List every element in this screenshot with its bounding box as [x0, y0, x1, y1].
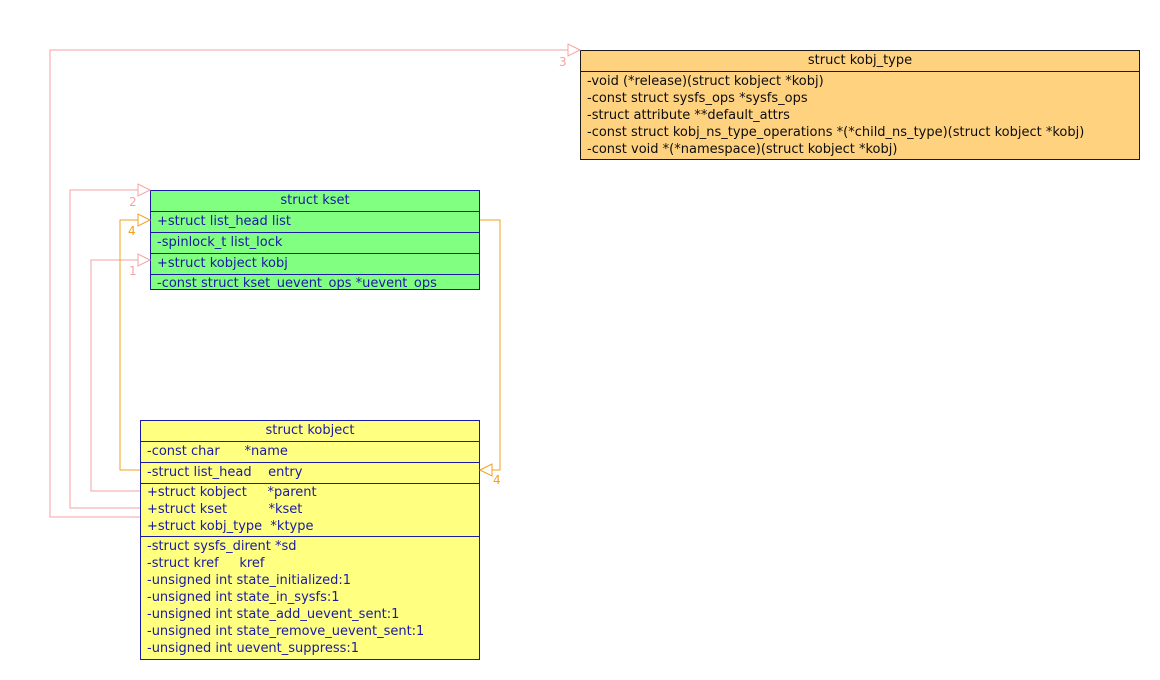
connector-label-1: 1 — [129, 264, 137, 278]
kset-title: struct kset — [151, 191, 479, 212]
kobj-type-field-child-ns-type: -const struct kobj_ns_type_operations *(… — [587, 125, 1085, 140]
kobj-type-field-default-attrs: -struct attribute **default_attrs — [587, 108, 790, 123]
connector-label-3: 3 — [559, 55, 567, 69]
connector-label-4a: 4 — [128, 224, 136, 238]
kobject-field-state-in-sysfs: -unsigned int state_in_sysfs:1 — [147, 590, 340, 605]
arrowhead-ktype — [567, 43, 582, 57]
kobject-field-kset: +struct kset *kset — [147, 502, 303, 517]
arrowhead-list-to-entry — [478, 463, 493, 477]
kobj-type-class-box[interactable]: struct kobj_type -void (*release)(struct… — [580, 50, 1140, 160]
connector-kset[interactable] — [69, 189, 140, 509]
arrowhead-entry-to-list — [137, 213, 152, 227]
kobj-type-field-namespace: -const void *(*namespace)(struct kobject… — [587, 142, 898, 157]
kobject-field-state-remove-uevent-sent: -unsigned int state_remove_uevent_sent:1 — [147, 624, 425, 639]
kobject-field-kref: -struct kref kref — [147, 556, 265, 571]
kset-class-box[interactable]: struct kset +struct list_head list -spin… — [150, 190, 480, 291]
arrowhead-kset — [137, 183, 152, 197]
kobject-field-state-add-uevent-sent: -unsigned int state_add_uevent_sent:1 — [147, 607, 400, 622]
connector-label-4b: 4 — [493, 473, 501, 487]
kobject-field-name: -const char *name — [141, 442, 479, 463]
kobj-type-field-release: -void (*release)(struct kobject *kobj) — [587, 74, 824, 89]
kset-field-kobj: +struct kobject kobj — [151, 254, 479, 275]
kobject-class-box[interactable]: struct kobject -const char *name -struct… — [140, 420, 480, 660]
connector-parent[interactable] — [90, 259, 140, 492]
kset-field-list: +struct list_head list — [151, 212, 479, 233]
kobject-field-uevent-suppress: -unsigned int uevent_suppress:1 — [147, 641, 360, 656]
kobject-field-parent: +struct kobject *parent — [147, 485, 317, 500]
kobj-type-field-sysfs-ops: -const struct sysfs_ops *sysfs_ops — [587, 91, 808, 106]
kobject-title: struct kobject — [141, 421, 479, 442]
connector-entry-to-list[interactable] — [119, 219, 140, 471]
kobject-field-state-initialized: -unsigned int state_initialized:1 — [147, 573, 352, 588]
kobj-type-title: struct kobj_type — [581, 51, 1139, 72]
kobject-field-entry: -struct list_head entry — [141, 463, 479, 484]
kobject-field-sd: -struct sysfs_dirent *sd — [147, 539, 297, 554]
connector-ktype[interactable] — [49, 49, 570, 518]
connector-label-2: 2 — [129, 195, 137, 209]
kset-field-uevent-ops: -const struct kset_uevent_ops *uevent_op… — [157, 276, 437, 291]
connector-list-to-entry[interactable] — [480, 219, 501, 471]
kset-field-list-lock: -spinlock_t list_lock — [151, 233, 479, 254]
kobject-field-ktype: +struct kobj_type *ktype — [147, 519, 314, 534]
arrowhead-parent — [137, 253, 152, 267]
